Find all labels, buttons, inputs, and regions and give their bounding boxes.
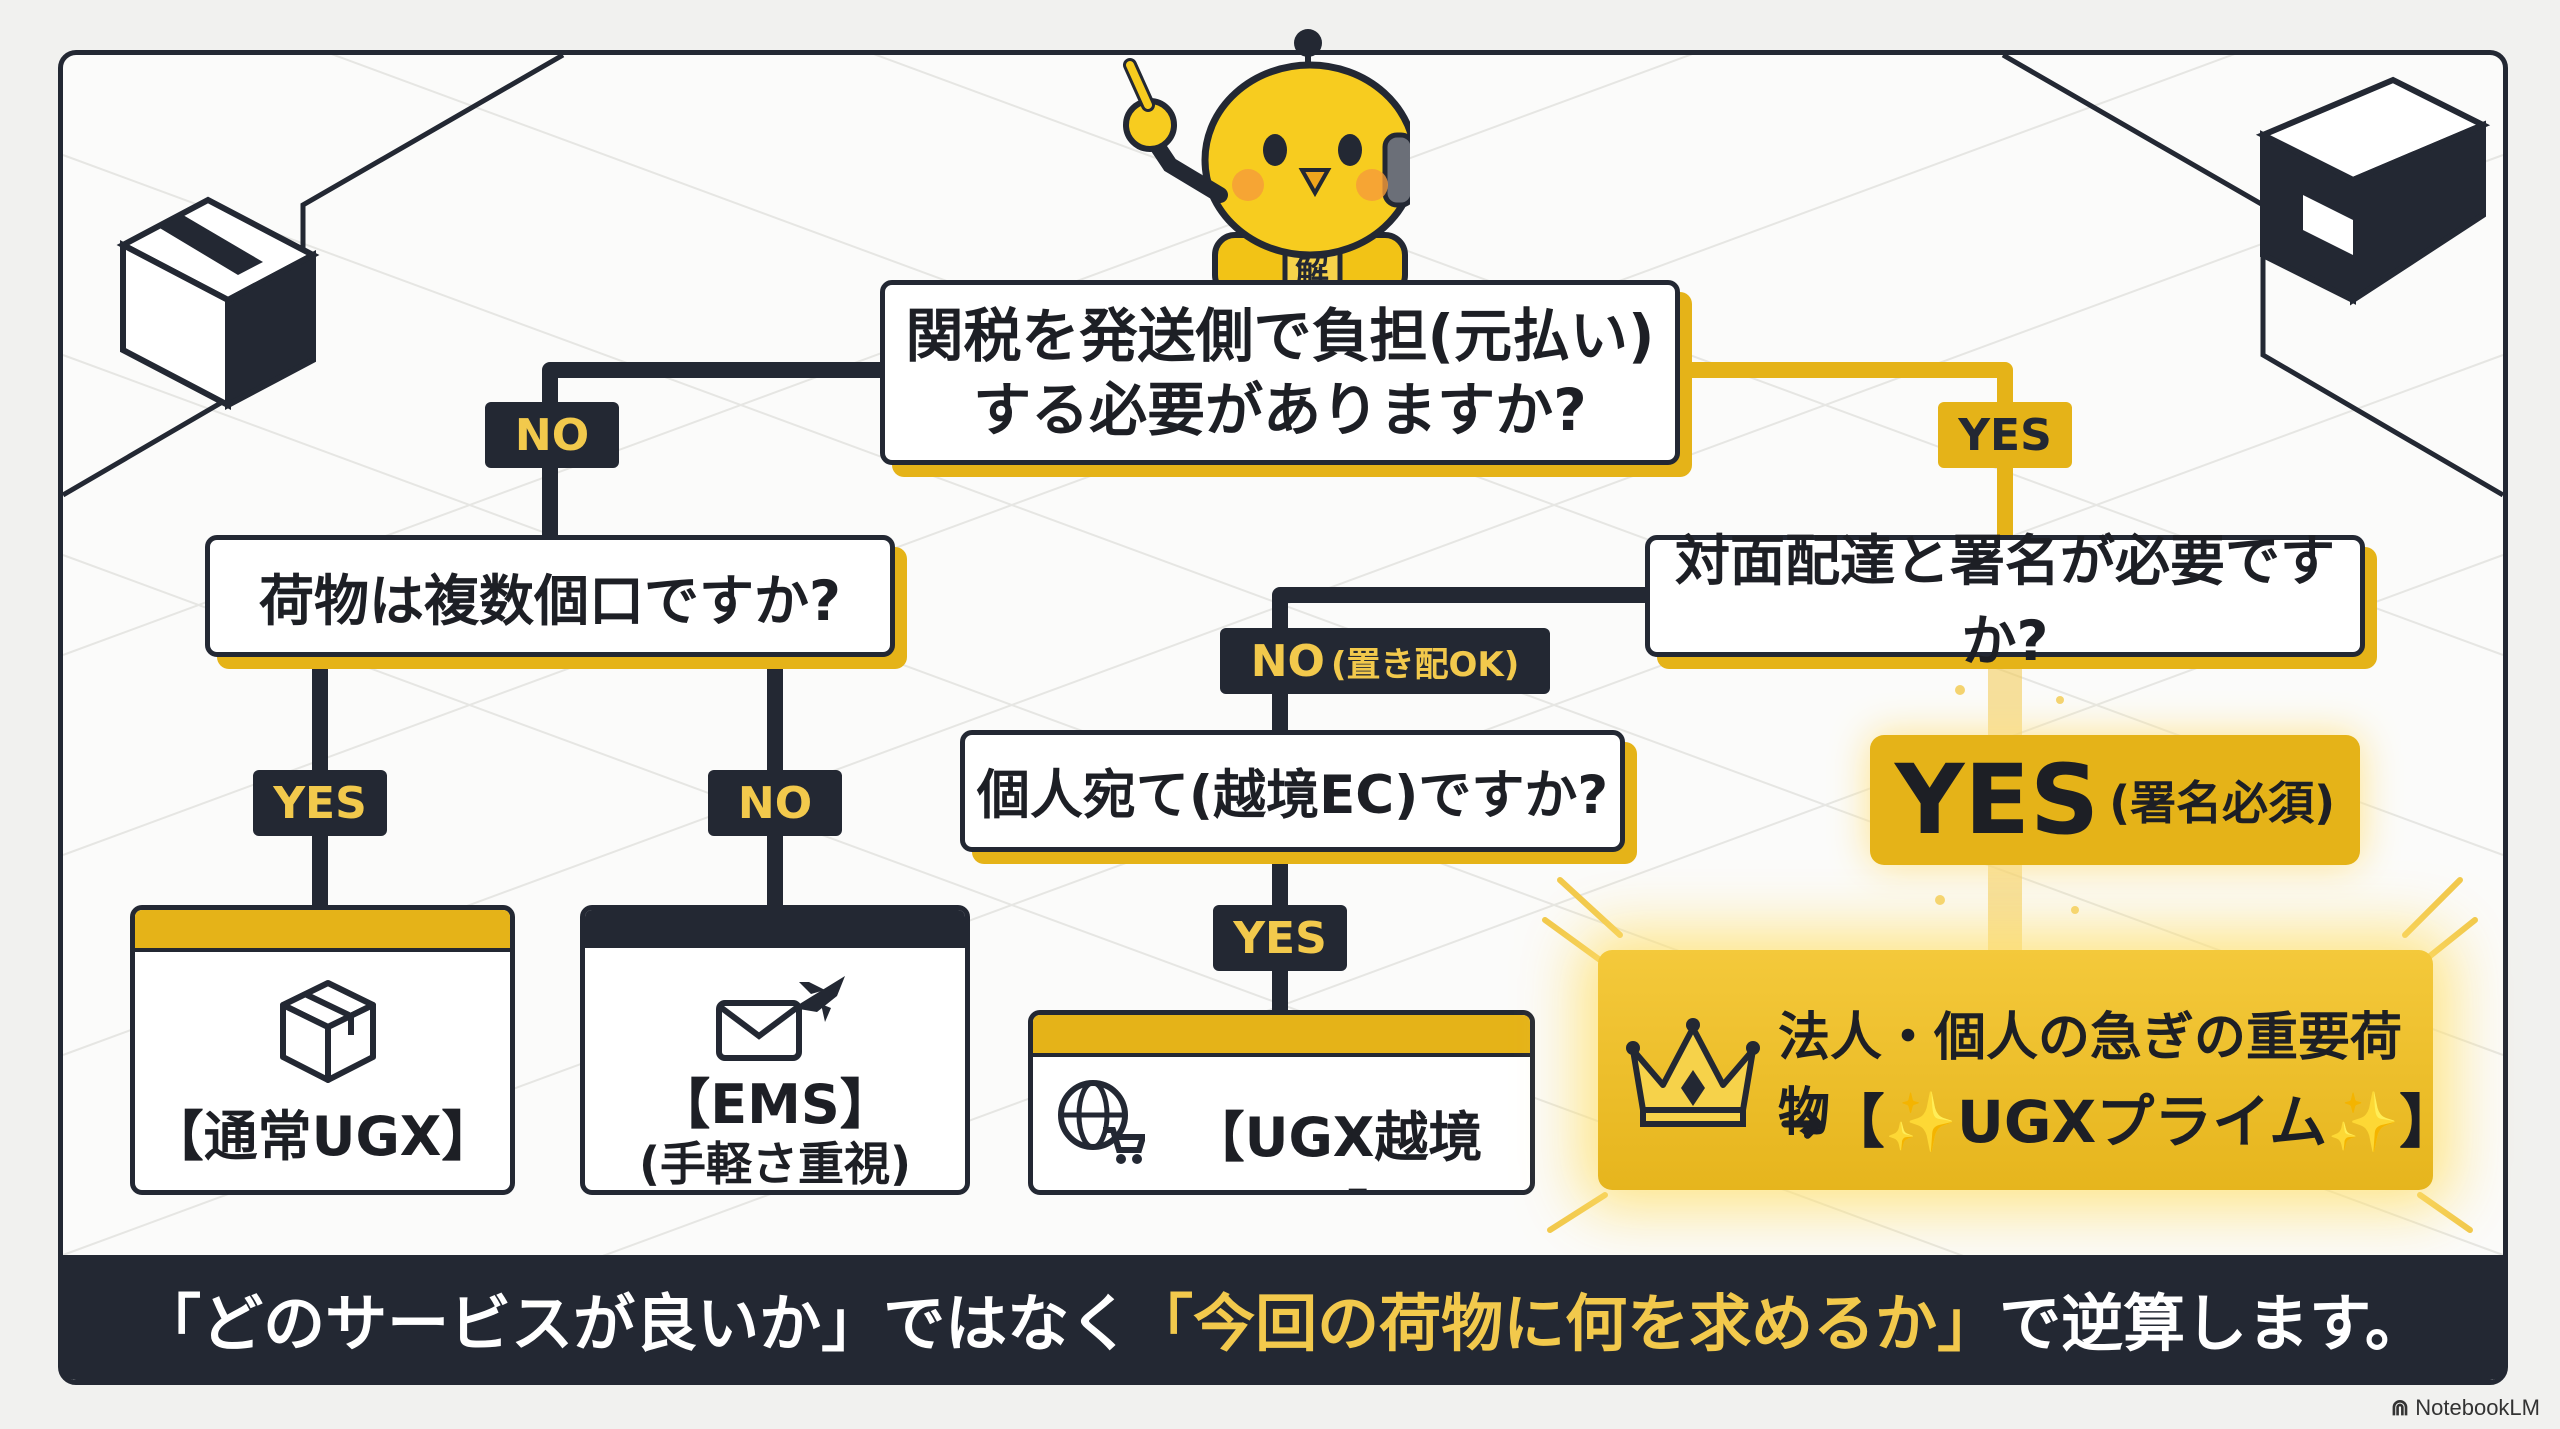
globe-cart-icon bbox=[1058, 1080, 1145, 1164]
corner-box-right-icon bbox=[2255, 76, 2491, 306]
tag-main-yes: YES bbox=[1938, 402, 2072, 468]
question-main-line1: 関税を発送側で負担(元払い) bbox=[905, 301, 1655, 370]
result-normal-cap bbox=[135, 910, 510, 952]
footer-part3: で逆算します。 bbox=[1999, 1286, 2427, 1360]
tag-left-yes: YES bbox=[253, 770, 387, 836]
result-normal-label: 【通常UGX】 bbox=[149, 1105, 496, 1168]
crown-icon bbox=[1626, 1018, 1760, 1127]
result-ems: 【EMS】 (手軽さ重視) bbox=[580, 905, 970, 1195]
result-ec-cap bbox=[1033, 1015, 1530, 1057]
corner-box-left-icon bbox=[116, 196, 320, 410]
result-ec-label: 【UGX越境EC】 bbox=[1190, 1106, 1483, 1190]
notebooklm-credit: ⋒ NotebookLM bbox=[2391, 1395, 2540, 1421]
credit-text: NotebookLM bbox=[2415, 1395, 2540, 1420]
question-mid: 個人宛て(越境EC)ですか? bbox=[960, 730, 1625, 852]
question-main-line2: する必要がありますか? bbox=[973, 375, 1587, 444]
result-ems-note: (手軽さ重視) bbox=[638, 1137, 912, 1191]
result-ems-title: 【EMS】 bbox=[656, 1073, 894, 1136]
tag-right-no: NO (置き配OK) bbox=[1220, 628, 1550, 694]
envelope-plane-icon bbox=[716, 976, 845, 1061]
yes-sign-small: (署名必須) bbox=[2109, 776, 2336, 830]
result-ugx-prime: 法人・個人の急ぎの重要荷物 ➜【✨UGXプライム✨】 bbox=[1598, 950, 2458, 1190]
tag-right-no-label: NO bbox=[1250, 635, 1325, 687]
tag-mid-yes: YES bbox=[1213, 905, 1347, 971]
footer-highlight: 「今回の荷物に何を求めるか」 bbox=[1131, 1286, 2000, 1360]
question-right: 対面配達と署名が必要ですか? bbox=[1645, 529, 2365, 673]
result-ems-cap bbox=[585, 910, 965, 948]
prime-service-name: ➜【✨UGXプライム✨】 bbox=[1778, 1088, 2458, 1156]
prime-description: 法人・個人の急ぎの重要荷物 bbox=[1778, 1008, 2403, 1143]
footer-banner: 「どのサービスが良いか」ではなく 「今回の荷物に何を求めるか」 で逆算します。 bbox=[58, 1255, 2508, 1380]
yes-sign-big: YES bbox=[1894, 744, 2100, 856]
robot-mascot-icon: 解 bbox=[1123, 29, 1410, 285]
tag-main-no: NO bbox=[485, 402, 619, 468]
result-normal-ugx: 【通常UGX】 bbox=[130, 905, 515, 1195]
notebooklm-logo-icon: ⋒ bbox=[2390, 1395, 2410, 1420]
result-ugx-ec: 【UGX越境EC】 bbox=[1028, 1010, 1535, 1195]
yes-signature-sign: YES (署名必須) bbox=[1870, 735, 2360, 865]
box-icon bbox=[280, 980, 376, 1083]
question-left: 荷物は複数個口ですか? bbox=[205, 535, 895, 657]
question-main: 関税を発送側で負担(元払い) する必要がありますか? bbox=[880, 280, 1680, 465]
tag-right-no-note: (置き配OK) bbox=[1330, 644, 1520, 685]
tag-left-no: NO bbox=[708, 770, 842, 836]
footer-part1: 「どのサービスが良いか」ではなく bbox=[139, 1286, 1132, 1360]
